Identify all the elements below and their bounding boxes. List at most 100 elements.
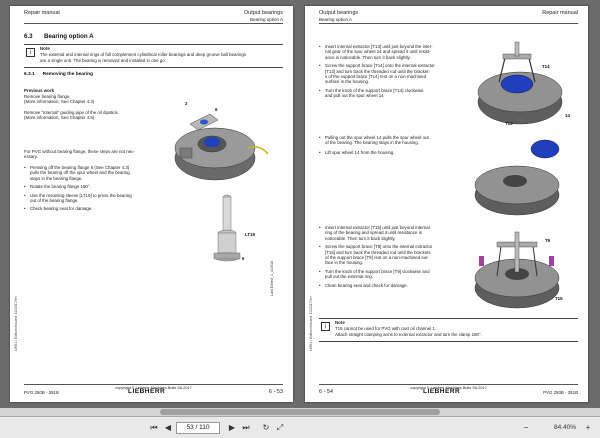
figure-mounting-sleeve: [213, 194, 241, 262]
pvg-text-1: For PVG without bearing flange, these st…: [24, 149, 135, 154]
bullet-line: Screw the support brace [T14] onto the i…: [319, 63, 435, 69]
note-title: Note: [40, 46, 50, 51]
bullet-line: pull out the external ring.: [325, 274, 374, 280]
page-header: Repair manual Output bearings Bearing op…: [24, 10, 283, 24]
bullet-line: stays in the bearing flange.: [30, 175, 83, 181]
fig-label-t15: T15: [555, 296, 563, 301]
bullet-line: ring of the bearing and spread it until …: [325, 230, 422, 236]
side-text-1: LW01 / Edition/Issued: 10/2017/en: [309, 296, 313, 351]
footer-copyright: copyright © Liebherr Machines Bulle SA 2…: [115, 386, 192, 390]
bullet-line: Turn the knob of the support brace [T14]…: [319, 88, 423, 94]
liebherr-logo: LIEBHERR: [128, 388, 166, 395]
note-box: i Note The external and internal rings o…: [24, 44, 283, 68]
prev-work-2: (More information, See Chapter 4.3): [24, 99, 95, 104]
liebherr-logo: LIEBHERR: [423, 388, 461, 395]
footer-right: PVG 250B - 351B: [543, 390, 578, 395]
page-footer: 6 - 54 copyright © Liebherr Machines Bul…: [319, 384, 578, 396]
footer-page-number: 6 - 54: [319, 389, 334, 395]
bullet-line: of the bearing. The bearing stays in the…: [325, 140, 419, 146]
figure-extractor-t13-t14: [477, 41, 563, 125]
scrollbar-thumb[interactable]: [160, 409, 440, 415]
bullet-line: Rotate the bearing flange 180°.: [24, 184, 91, 190]
last-page-icon[interactable]: ⏭: [242, 423, 250, 432]
prev-work-1: Remove bearing flange: [24, 94, 70, 99]
subsection-title: 6.3.1 Removing the bearing: [24, 72, 94, 77]
fig-label-6: 6: [215, 107, 218, 112]
bullet-line: of the support brace [T9] rest on a non-…: [325, 255, 429, 260]
side-text-1: LW01 / Edition/Issued: 10/2017/en: [14, 296, 18, 351]
bullet-line: Screw the support brace [T9] onto the in…: [319, 244, 432, 250]
bullet-line: Check bearing seat for damage.: [24, 206, 93, 212]
fig-label-lt19: LT19: [245, 232, 255, 237]
bullet-line: nal gear of the spur wheel 14 and spread…: [325, 49, 431, 55]
zoom-level[interactable]: 84.40%: [553, 424, 576, 431]
note-box: i Note T15 cannot be used for PVG with c…: [319, 318, 578, 342]
prev-work-4: (More information, See Chapter 4.5): [24, 115, 95, 120]
header-sub: Bearing option A: [319, 17, 353, 22]
prev-page-icon[interactable]: ◀: [164, 423, 172, 432]
footer-page-number: 6 - 53: [268, 389, 283, 395]
bullet-line: and pull out the spur wheel 14: [325, 93, 384, 99]
fig-label-14: 14: [565, 113, 570, 118]
page-footer: PVG 250B - 351B copyright © Liebherr Mac…: [24, 384, 283, 396]
footer-left: PVG 250B - 351B: [24, 390, 59, 395]
section-title: Bearing option A: [44, 33, 94, 40]
bullet-line: [T15] and turn back the threaded rod unt…: [325, 249, 431, 255]
page-number-input[interactable]: 53 / 110: [176, 422, 220, 434]
bullet-line: pulls the bearing off the spur wheel and…: [30, 170, 130, 176]
left-page: Repair manual Output bearings Bearing op…: [10, 6, 293, 402]
bullet-line: face in the housing.: [325, 260, 364, 266]
footer-copyright: copyright © Liebherr Machines Bulle SA 2…: [410, 386, 487, 390]
bullet-line: ance is noticeable. Then turn it back sl…: [325, 54, 411, 60]
bullet-line: Lift spur wheel 14 from the housing.: [319, 150, 395, 156]
note-title: Note: [335, 320, 345, 325]
fig-label-6b: 6: [242, 256, 245, 261]
info-icon: i: [321, 322, 330, 331]
bullet-line: noticeable. Then turn it back slightly.: [325, 235, 396, 241]
bullet-line: surface in the housing.: [325, 79, 370, 85]
header-left: Repair manual: [24, 10, 60, 16]
bullet-line: Pulling out the spur wheel 14 pulls the …: [319, 135, 429, 141]
info-icon: i: [26, 48, 35, 57]
bullet-line: Pressing off the bearing flange 6 (See C…: [24, 165, 129, 171]
pvg-text-2: essary.: [24, 154, 38, 159]
right-page: Output bearings Repair manual Bearing op…: [305, 6, 588, 402]
figure-housing-flange: [174, 113, 269, 181]
prev-work-title: Previous work: [24, 88, 55, 93]
figure-spur-wheel-removed: [474, 139, 560, 216]
bullet-line: Insert internal extractor [T13] until ju…: [319, 44, 433, 50]
next-page-icon[interactable]: ▶: [228, 423, 236, 432]
bullet-line: [T13] and turn back the threaded rod unt…: [325, 68, 430, 74]
note-text-1: The external and internal rings of full …: [40, 52, 246, 57]
fig-label-t13: T13: [505, 121, 513, 126]
bullet-line: Use the mounting sleeve [LT19] to press …: [24, 193, 132, 199]
page-header: Output bearings Repair manual Bearing op…: [319, 10, 578, 24]
side-text-2: Last Edited_1_u/2018: [270, 261, 274, 296]
figure-extractor-t9-t15: [474, 231, 560, 309]
bullet-line: Clean bearing seat and check for damage.: [319, 283, 408, 289]
bullet-line: s of the support brace [T14] rest on a n…: [325, 74, 427, 79]
fig-label-t9: T9: [545, 238, 551, 243]
bullet-line: Insert internal extractor [T15] until ju…: [319, 225, 430, 231]
rotate-icon[interactable]: ↻: [262, 423, 270, 432]
horizontal-scrollbar[interactable]: [0, 408, 600, 416]
header-right: Output bearings: [243, 10, 283, 16]
header-left: Output bearings: [319, 10, 359, 16]
note-text-1: T15 cannot be used for PVG with cast oil…: [335, 326, 437, 331]
fig-label-2: 2: [185, 101, 188, 106]
header-sub: Bearing option A: [249, 17, 283, 22]
viewer-toolbar: ⏮ ◀ 53 / 110 ▶ ⏭ ↻ ⤢ − 84.40% +: [0, 416, 600, 438]
fig-label-t14: T14: [542, 64, 550, 69]
first-page-icon[interactable]: ⏮: [150, 423, 158, 432]
section-number: 6.3: [24, 33, 33, 40]
bullet-line: out of the bearing flange.: [30, 198, 79, 203]
zoom-in-icon[interactable]: +: [585, 423, 591, 432]
zoom-out-icon[interactable]: −: [523, 423, 529, 432]
fit-page-icon[interactable]: ⤢: [276, 423, 284, 432]
bullet-line: Turn the knob of the support brace [T9] …: [319, 269, 430, 275]
note-text-2: are a single unit. The bearing is remove…: [40, 58, 166, 63]
header-right: Repair manual: [542, 10, 578, 16]
note-text-2: Attach straight clamping arms to externa…: [335, 332, 482, 337]
prev-work-3: Remove "internal" guiding pipe of the oi…: [24, 110, 119, 115]
